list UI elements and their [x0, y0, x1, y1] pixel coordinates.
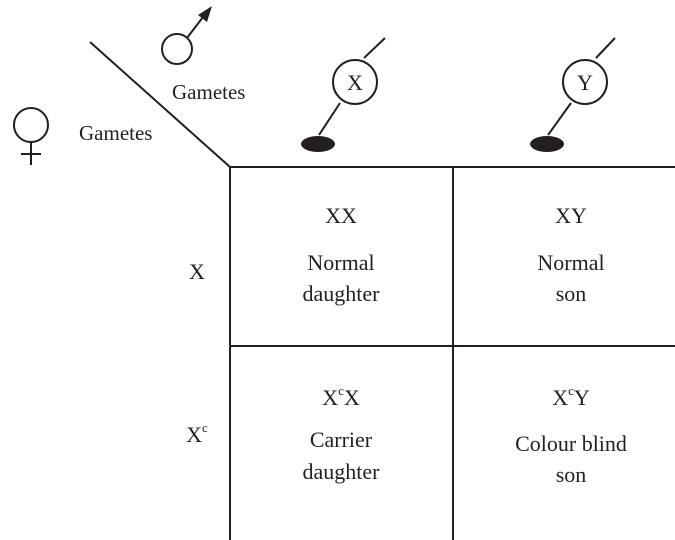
cell-xcx-phenotype-line2: daughter: [303, 459, 381, 484]
sperm-y-icon: [530, 37, 616, 152]
male-gamete-y-label: Y: [577, 70, 593, 95]
male-symbol-icon: [161, 6, 212, 65]
male-gametes-label: Gametes: [172, 80, 245, 104]
male-gamete-x-label: X: [347, 70, 363, 95]
punnett-grid: [229, 166, 675, 540]
cell-xy-genotype: XY: [555, 203, 587, 228]
female-gametes-label: Gametes: [79, 121, 152, 145]
cell-xy-phenotype-line2: son: [556, 281, 587, 306]
sperm-x-icon: [301, 37, 386, 152]
female-gamete-x-label: X: [189, 259, 205, 284]
cell-xcx-genotype: XcX: [322, 383, 360, 410]
female-gamete-xc-label: Xc: [186, 420, 208, 447]
cell-xy-phenotype-line1: Normal: [537, 250, 604, 275]
cell-xcy-genotype: XcY: [552, 383, 590, 410]
cell-xcx-phenotype-line1: Carrier: [310, 427, 373, 452]
cell-xcy-phenotype-line2: son: [556, 462, 587, 487]
female-symbol-icon: [13, 107, 49, 165]
cell-xcy-phenotype-line1: Colour blind: [515, 431, 627, 456]
corner-diagonal-line: [89, 41, 231, 168]
cell-xx-phenotype-line1: Normal: [307, 250, 374, 275]
cell-xx-genotype: XX: [325, 203, 357, 228]
cell-xx-phenotype-line2: daughter: [303, 281, 381, 306]
